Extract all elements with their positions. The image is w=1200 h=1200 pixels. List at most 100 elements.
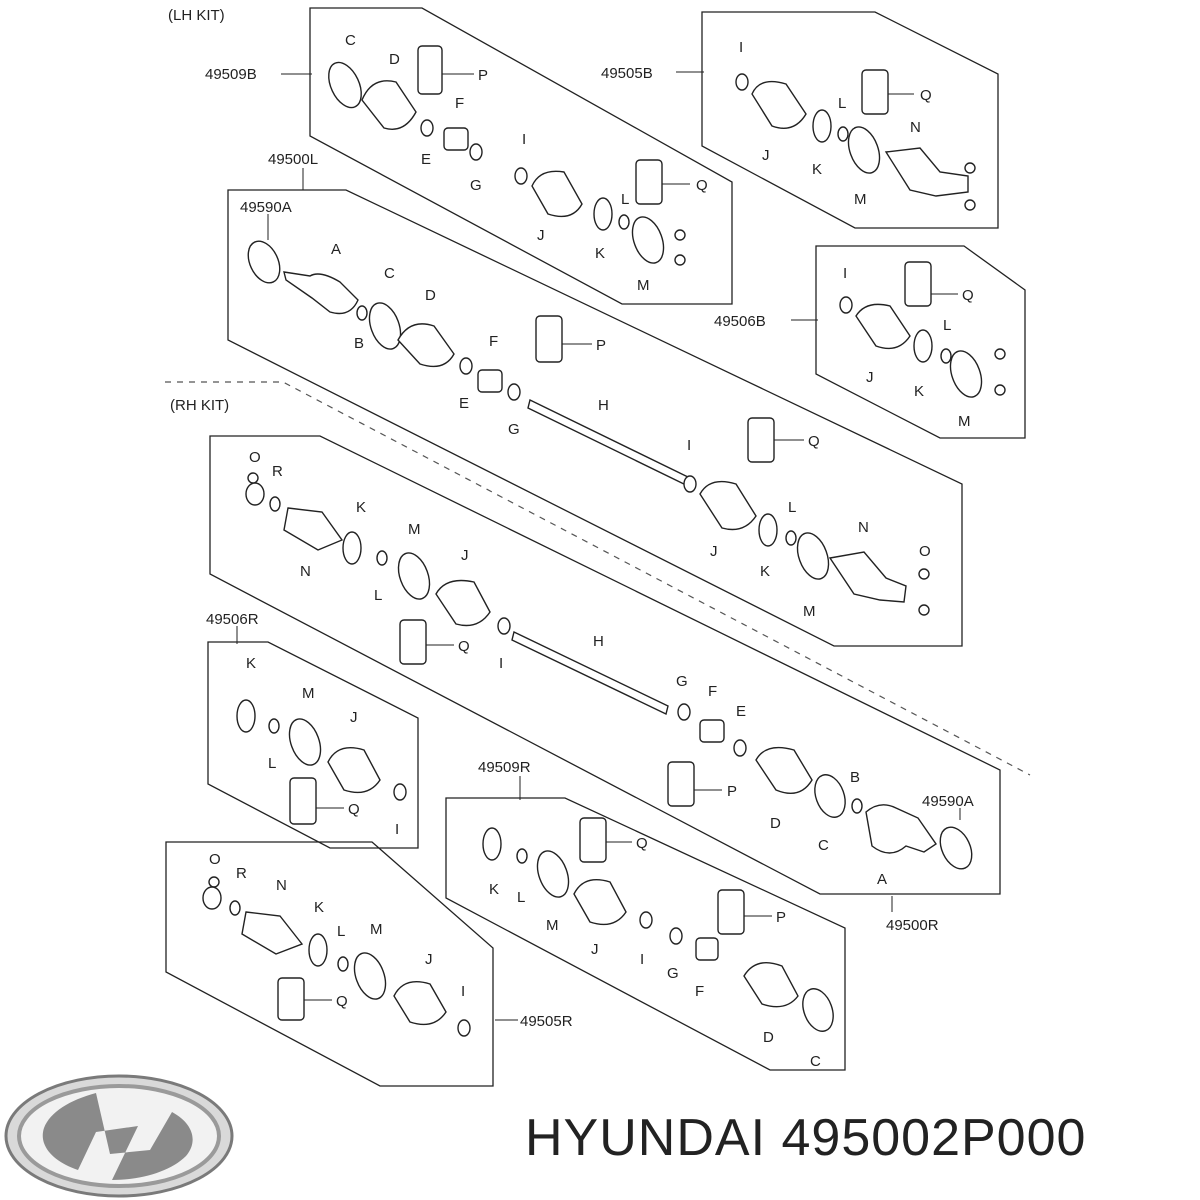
callout-O-49505R: O — [209, 851, 221, 868]
callout-C-49500R: C — [818, 837, 829, 854]
hyundai-logo — [4, 1074, 234, 1198]
callout-Q-49506R: Q — [348, 801, 360, 818]
panel-49505B — [701, 11, 999, 229]
panel-49505R — [165, 841, 494, 1087]
callout-L-49506B: L — [943, 317, 951, 334]
part-number-49506B: 49506B — [714, 313, 766, 330]
callout-O-49500R: O — [249, 449, 261, 466]
callout-I-49505R: I — [461, 983, 465, 1000]
callout-I-49505B: I — [739, 39, 743, 56]
callout-D-49509R: D — [763, 1029, 774, 1046]
callout-G-49500L: G — [508, 421, 520, 438]
callout-I-49500R: I — [499, 655, 503, 672]
part-number-49505B: 49505B — [601, 65, 653, 82]
callout-G-49509R: G — [667, 965, 679, 982]
panel-49509R — [445, 797, 846, 1071]
callout-Q-49505R: Q — [336, 993, 348, 1010]
callout-K: K — [595, 245, 605, 262]
callout-N-49500R: N — [300, 563, 311, 580]
callout-H: H — [598, 397, 609, 414]
callout-O: O — [919, 543, 931, 560]
callout-M: M — [637, 277, 650, 294]
callout-C-49509R: C — [810, 1053, 821, 1070]
callout-J-49500L: J — [710, 543, 718, 560]
callout-M-49505B: M — [854, 191, 867, 208]
callout-R: R — [272, 463, 283, 480]
part-number-49590A-top: 49590A — [240, 199, 292, 216]
callout-D-49500R: D — [770, 815, 781, 832]
callout-K-49505B: K — [812, 161, 822, 178]
callout-F-49500R: F — [708, 683, 717, 700]
callout-F-49509R: F — [695, 983, 704, 1000]
callout-L-49506R: L — [268, 755, 276, 772]
callout-Q-49500L: Q — [808, 433, 820, 450]
callout-L: L — [621, 191, 629, 208]
callout-Q: Q — [696, 177, 708, 194]
callout-H-49500R: H — [593, 633, 604, 650]
callout-M-49500R: M — [408, 521, 421, 538]
callout-B: B — [354, 335, 364, 352]
callout-I-49500L: I — [687, 437, 691, 454]
callout-C: C — [345, 32, 356, 49]
rh-kit-label: (RH KIT) — [170, 397, 229, 414]
callout-P-49500R: P — [727, 783, 737, 800]
part-number-49506R: 49506R — [206, 611, 259, 628]
part-number-49509B: 49509B — [205, 66, 257, 83]
callout-N: N — [910, 119, 921, 136]
part-number-49500R: 49500R — [886, 917, 939, 934]
callout-J-49509R: J — [591, 941, 599, 958]
callout-L-49500R: L — [374, 587, 382, 604]
callout-K-49505R: K — [314, 899, 324, 916]
callout-K-49509R: K — [489, 881, 499, 898]
callout-N-49505R: N — [276, 877, 287, 894]
callout-I: I — [522, 131, 526, 148]
callout-Q-49506B: Q — [962, 287, 974, 304]
parts-49509B — [328, 45, 686, 266]
callout-F: F — [455, 95, 464, 112]
parts-49506B — [839, 261, 1006, 398]
callout-I-49506R: I — [395, 821, 399, 838]
callout-J-49506B: J — [866, 369, 874, 386]
callout-L-49505B: L — [838, 95, 846, 112]
panel-49500R — [209, 435, 1001, 895]
parts-49509R — [482, 817, 834, 1032]
callout-D: D — [389, 51, 400, 68]
part-number-49509R: 49509R — [478, 759, 531, 776]
callout-I-49506B: I — [843, 265, 847, 282]
callout-P-49509R: P — [776, 909, 786, 926]
callout-Q-49500R: Q — [458, 638, 470, 655]
callout-P-49500L: P — [596, 337, 606, 354]
callout-J-49506R: J — [350, 709, 358, 726]
part-number-49505R: 49505R — [520, 1013, 573, 1030]
callout-R-49505R: R — [236, 865, 247, 882]
callout-L-49500L: L — [788, 499, 796, 516]
callout-Q-49505B: Q — [920, 87, 932, 104]
callout-J-49500R: J — [461, 547, 469, 564]
callout-M-49506R: M — [302, 685, 315, 702]
callout-J-49505R: J — [425, 951, 433, 968]
callout-M-49500L: M — [803, 603, 816, 620]
part-number-49590A-bottom: 49590A — [922, 793, 974, 810]
callout-A: A — [331, 241, 341, 258]
callout-D-49500L: D — [425, 287, 436, 304]
callout-L-49509R: L — [517, 889, 525, 906]
callout-E: E — [421, 151, 431, 168]
letter-callouts: C D P F E G I J Q L K M I Q L N J K M A … — [209, 32, 974, 1070]
callout-M-49506B: M — [958, 413, 971, 430]
callout-I-49509R: I — [640, 951, 644, 968]
panel-49506B — [815, 245, 1026, 439]
callout-K-49500R: K — [356, 499, 366, 516]
callout-E-49500L: E — [459, 395, 469, 412]
callout-J: J — [537, 227, 545, 244]
callout-K-49506R: K — [246, 655, 256, 672]
callout-A-49500R: A — [877, 871, 887, 888]
callout-M-49505R: M — [370, 921, 383, 938]
callout-C-49500L: C — [384, 265, 395, 282]
callout-L-49505R: L — [337, 923, 345, 940]
callout-J-49505B: J — [762, 147, 770, 164]
parts-49506R — [236, 699, 407, 825]
callout-K-49506B: K — [914, 383, 924, 400]
parts-49505R — [202, 876, 471, 1037]
brand-caption: HYUNDAI 495002P000 — [525, 1109, 1087, 1167]
